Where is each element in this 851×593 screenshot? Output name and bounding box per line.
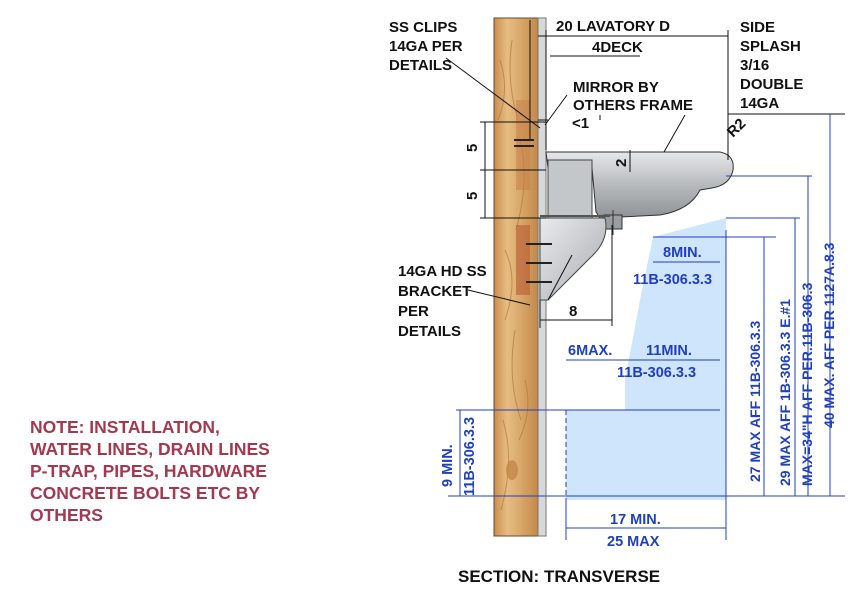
note-line-1: NOTE: INSTALLATION,	[30, 417, 220, 437]
knee-toe-clearance-zone	[566, 218, 726, 500]
bracket-screws	[526, 243, 552, 283]
ss-clips-label-3: DETAILS	[389, 57, 452, 74]
v-34-label: MAX=34"H AFF PER.11B-306.3	[799, 282, 815, 486]
side-splash-label-5: 14GA	[740, 95, 779, 112]
knee-11min-ref: 11B-306.3.3	[617, 365, 696, 381]
dim-2-label: 2	[613, 159, 630, 167]
ss-clips-label-1: SS CLIPS	[389, 19, 457, 36]
mirror-gap-label: <1	[572, 115, 589, 132]
section-title: SECTION: TRANSVERSE	[458, 567, 660, 586]
wall-stud	[493, 17, 547, 537]
knee-6max-label: 6MAX.	[568, 343, 612, 359]
note-line-5: OTHERS	[30, 505, 103, 525]
v-27-label: 27 MAX AFF 11B-306.3.3	[747, 320, 763, 482]
side-splash-label-1: SIDE	[740, 19, 775, 36]
lavatory-depth-label: 20 LAVATORY D	[556, 18, 670, 35]
note-line-3: P-TRAP, PIPES, HARDWARE	[30, 461, 267, 481]
bracket-label-2: BRACKET	[398, 283, 471, 300]
mirror-label-1: MIRROR BY	[573, 79, 659, 96]
dim-5-lower: 5	[464, 192, 481, 200]
bracket-label-4: DETAILS	[398, 323, 461, 340]
v-29-label: 29 MAX AFF 1B-306.3.3 E.#1	[777, 299, 793, 486]
knee-11min-label: 11MIN.	[646, 343, 692, 359]
mirror-label-2: OTHERS FRAME	[573, 97, 693, 114]
toe-8min-ref: 11B-306.3.3	[633, 272, 712, 288]
bracket-label-1: 14GA HD SS	[398, 263, 487, 280]
toe-8min-label: 8MIN.	[663, 245, 702, 261]
ss-bracket	[539, 217, 607, 301]
dim-5-upper: 5	[464, 144, 481, 152]
depth-25max-label: 25 MAX	[607, 534, 660, 550]
blue-dimension-lines	[448, 114, 845, 540]
v-40-label: 40 MAX. AFF PER 1127A.8.3	[821, 242, 837, 428]
side-splash-label-3: 3/16	[740, 57, 769, 74]
toe-9min-label: 9 MIN.	[440, 444, 456, 487]
ss-clip-screws	[514, 139, 534, 147]
deck-label: 4DECK	[592, 39, 643, 56]
depth-17min-label: 17 MIN.	[610, 512, 661, 528]
lavatory-deck	[545, 151, 734, 219]
bracket-label-3: PER	[398, 303, 429, 320]
black-dimension-lines	[445, 30, 845, 328]
ss-clips-label-2: 14GA PER	[389, 38, 463, 55]
side-splash-label-4: DOUBLE	[740, 76, 803, 93]
dim-8-label: 8	[569, 303, 577, 320]
note-line-4: CONCRETE BOLTS ETC BY	[30, 483, 260, 503]
side-splash-label-2: SPLASH	[740, 38, 801, 55]
toe-9min-ref: 11B-306.3.3	[462, 417, 478, 496]
note-line-2: WATER LINES, DRAIN LINES	[30, 439, 270, 459]
